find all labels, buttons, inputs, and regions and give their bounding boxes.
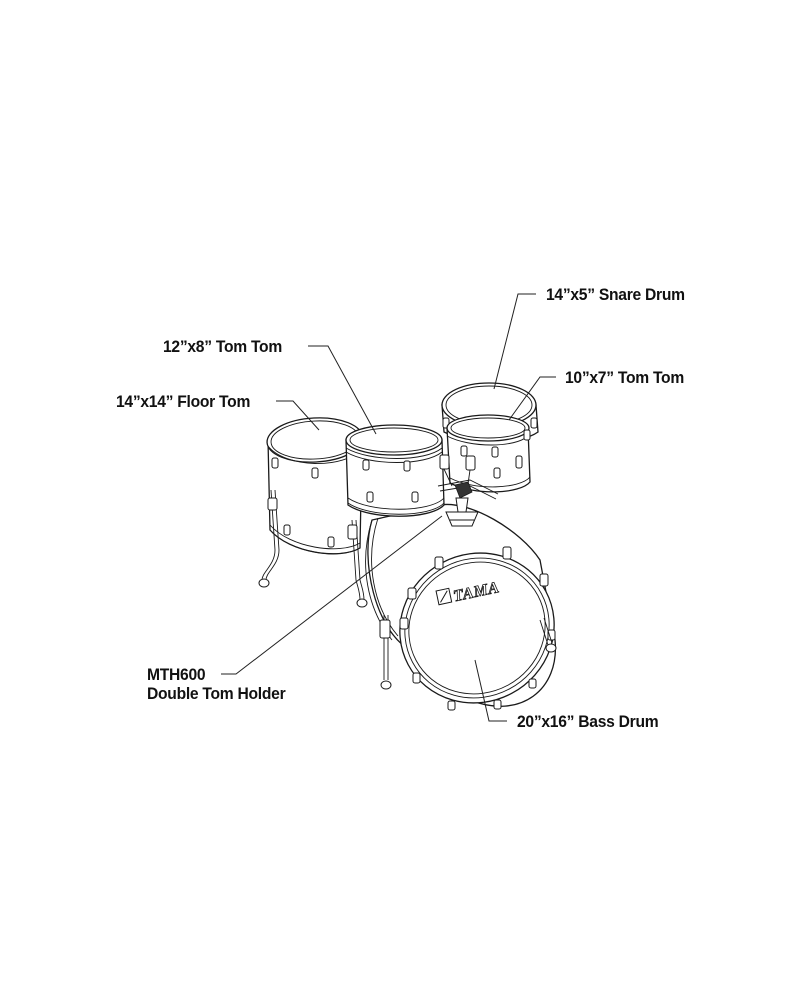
label-floor-tom: 14”x14” Floor Tom [116, 392, 251, 411]
label-snare-drum: 14”x5” Snare Drum [546, 285, 685, 304]
double-tom-holder [437, 454, 499, 527]
label-holder-model: MTH600 [147, 665, 206, 684]
bass-drum-lugs [399, 546, 556, 711]
leader-lines [221, 293, 556, 722]
bass-drum: TAMA [365, 503, 557, 711]
label-tom-tom-12: 12”x8” Tom Tom [163, 337, 282, 356]
label-holder-description: Double Tom Holder [147, 684, 286, 703]
tom-tom-12 [345, 424, 445, 517]
label-tom-tom-10: 10”x7” Tom Tom [565, 368, 684, 387]
tom-tom-10 [446, 414, 531, 493]
label-bass-drum: 20”x16” Bass Drum [517, 712, 659, 731]
floor-tom [258, 417, 368, 608]
label-double-tom-holder: MTH600 Double Tom Holder [147, 665, 286, 703]
